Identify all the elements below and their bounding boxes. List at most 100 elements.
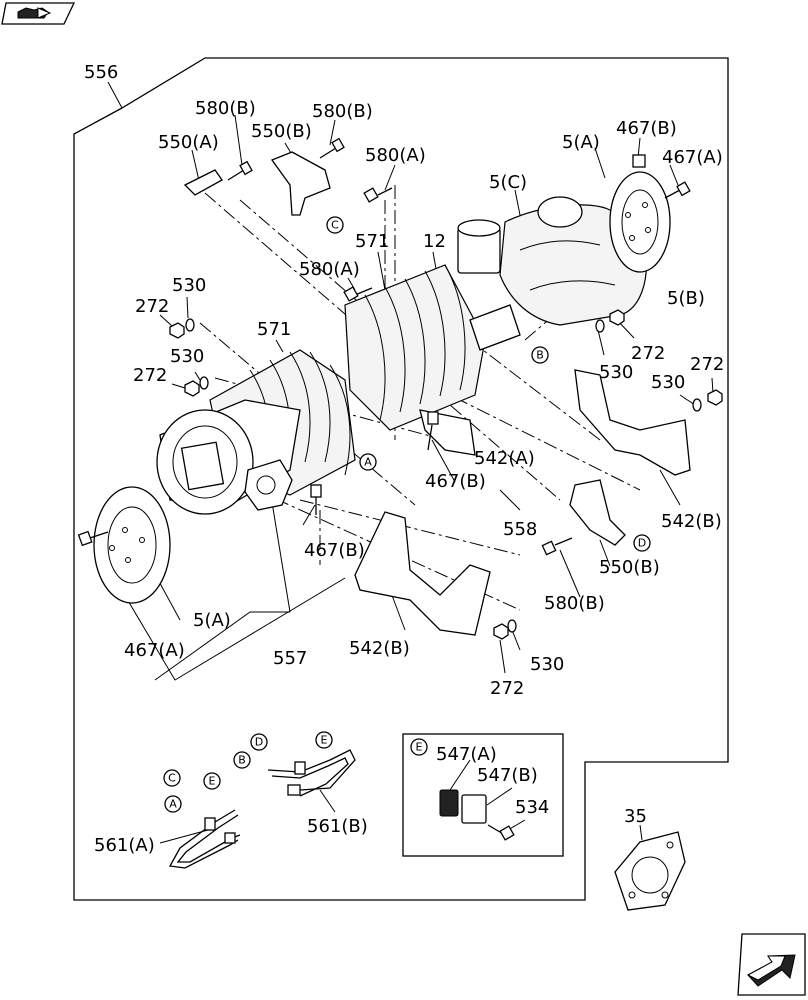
marker-a-pipe: A xyxy=(164,795,182,813)
part-labels: 556 580(B) 580(B) 550(A) 550(B) 580(A) 5… xyxy=(84,62,724,856)
label-542a: 542(A) xyxy=(474,448,535,469)
washer-530-1 xyxy=(185,318,195,332)
label-272-4: 272 xyxy=(690,354,724,375)
label-530-5: 530 xyxy=(530,654,564,675)
bolt-580a-mid xyxy=(343,286,373,302)
label-467a-top: 467(A) xyxy=(662,147,723,168)
label-272-2: 272 xyxy=(631,343,665,364)
marker-d-pipe: D xyxy=(250,733,268,751)
label-467b-low: 467(B) xyxy=(304,540,365,561)
outlet-flange xyxy=(244,459,293,511)
label-542b-low: 542(B) xyxy=(349,638,410,659)
label-35: 35 xyxy=(624,806,647,827)
label-571-1: 571 xyxy=(355,231,389,252)
nut-272-4 xyxy=(707,389,723,406)
book-arrow-icon[interactable] xyxy=(1,2,76,25)
label-557: 557 xyxy=(273,648,307,669)
nut-272-3 xyxy=(609,309,625,326)
bolt-580a-top xyxy=(363,187,393,203)
label-550a: 550(A) xyxy=(158,132,219,153)
marker-b-pipe: B xyxy=(233,751,251,769)
label-542b-right: 542(B) xyxy=(661,511,722,532)
marker-d-right: D xyxy=(633,534,651,552)
label-467b-top: 467(B) xyxy=(616,118,677,139)
brackets xyxy=(183,151,691,636)
label-467a-low: 467(A) xyxy=(124,640,185,661)
label-556: 556 xyxy=(84,62,118,83)
bolt-467a-top xyxy=(664,181,691,199)
clamp-547 xyxy=(439,789,515,841)
label-547a: 547(A) xyxy=(436,744,497,765)
svg-text:D: D xyxy=(638,537,646,550)
marker-e-box: E xyxy=(410,738,428,756)
label-580a-mid: 580(A) xyxy=(299,259,360,280)
middle-section xyxy=(344,264,486,431)
bracket-542b-right xyxy=(574,369,691,476)
svg-text:C: C xyxy=(168,772,176,785)
bolt-467b-top xyxy=(632,154,646,168)
label-571-2: 571 xyxy=(257,319,291,340)
nut-272-2 xyxy=(184,380,200,397)
label-561b: 561(B) xyxy=(307,816,368,837)
bolt-467a-low xyxy=(77,530,109,547)
pipe-561b xyxy=(267,749,356,797)
label-580b-2: 580(B) xyxy=(312,101,373,122)
circle-markers: C B A D D E B C E A E xyxy=(163,216,651,813)
marker-c-top: C xyxy=(326,216,344,234)
marker-e-pipe-2: E xyxy=(203,772,221,790)
label-580a-top: 580(A) xyxy=(365,145,426,166)
label-580b-1: 580(B) xyxy=(195,98,256,119)
bolt-467b-low xyxy=(310,484,322,515)
label-5a-low: 5(A) xyxy=(193,610,231,631)
bolt-580b-1 xyxy=(227,160,253,181)
clamp-547a xyxy=(439,789,459,817)
label-5c: 5(C) xyxy=(489,172,527,193)
svg-text:E: E xyxy=(209,775,216,788)
bracket-550b-right xyxy=(569,479,626,546)
bolt-580b-2 xyxy=(319,137,345,159)
marker-b-right: B xyxy=(531,346,549,364)
label-272-5: 272 xyxy=(490,678,524,699)
svg-text:E: E xyxy=(416,741,423,754)
label-272-1: 272 xyxy=(135,296,169,317)
bolt-534 xyxy=(499,825,515,841)
washer-530-3 xyxy=(595,319,605,333)
end-cap-top xyxy=(609,171,671,273)
marker-c-pipe: C xyxy=(163,769,181,787)
svg-text:E: E xyxy=(321,734,328,747)
label-272-3: 272 xyxy=(133,365,167,386)
end-cap-front xyxy=(93,486,171,604)
svg-text:A: A xyxy=(169,798,177,811)
label-12: 12 xyxy=(423,231,446,252)
label-467b-mid: 467(B) xyxy=(425,471,486,492)
clip-550a xyxy=(183,169,223,196)
nut-272-5 xyxy=(493,623,509,640)
svg-text:B: B xyxy=(536,349,544,362)
next-page-arrow-icon[interactable] xyxy=(737,933,806,996)
marker-e-pipe: E xyxy=(315,731,333,749)
label-530-1: 530 xyxy=(172,275,206,296)
label-534: 534 xyxy=(515,797,549,818)
label-5b: 5(B) xyxy=(667,288,705,309)
clamp xyxy=(537,196,583,228)
label-547b: 547(B) xyxy=(477,765,538,786)
bolt-467b-mid xyxy=(427,411,439,451)
label-550b-top: 550(B) xyxy=(251,121,312,142)
nut-272-1 xyxy=(169,322,185,339)
label-530-3: 530 xyxy=(599,362,633,383)
bracket-550b-top xyxy=(270,151,331,216)
label-550b-right: 550(B) xyxy=(599,557,660,578)
label-580b-low: 580(B) xyxy=(544,593,605,614)
bracket-542b-lower xyxy=(354,511,491,636)
svg-text:D: D xyxy=(255,736,263,749)
label-530-2: 530 xyxy=(170,346,204,367)
dpf-assembly xyxy=(93,171,671,604)
svg-text:C: C xyxy=(331,219,339,232)
label-5a-top: 5(A) xyxy=(562,132,600,153)
bolt-580b-low xyxy=(541,537,573,556)
label-558: 558 xyxy=(503,519,537,540)
detail-547-box xyxy=(402,733,564,857)
svg-text:A: A xyxy=(364,456,372,469)
washer-530-5 xyxy=(507,619,517,633)
